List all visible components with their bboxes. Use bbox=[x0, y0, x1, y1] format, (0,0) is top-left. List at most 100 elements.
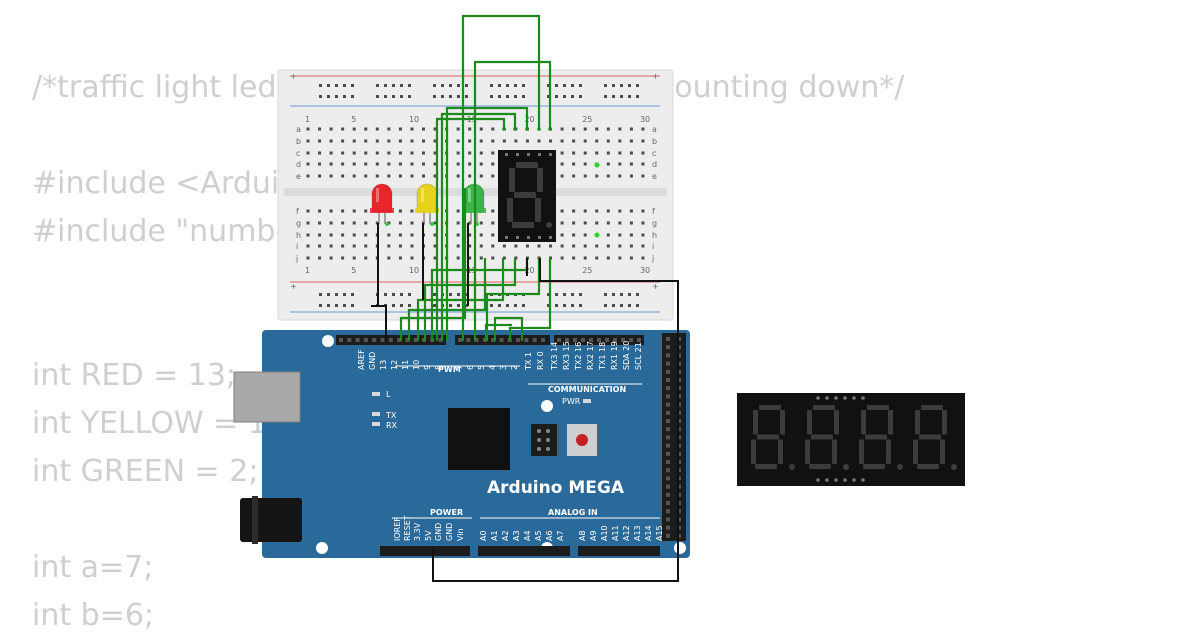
rail-hole bbox=[392, 84, 395, 87]
breadboard-hole bbox=[606, 233, 610, 237]
breadboard-hole bbox=[364, 244, 368, 248]
rail-plus-label: + bbox=[290, 72, 297, 81]
communication-label: COMMUNICATION bbox=[548, 385, 626, 394]
pin-label: TX2 16 bbox=[574, 342, 583, 371]
breadboard-hole bbox=[306, 139, 310, 143]
breadboard-hole bbox=[618, 233, 622, 237]
breadboard-hole bbox=[410, 151, 414, 155]
header-pin bbox=[466, 338, 471, 342]
breadboard-hole bbox=[456, 256, 460, 260]
breadboard-hole bbox=[456, 209, 460, 213]
rail-hole bbox=[449, 293, 452, 296]
segment bbox=[509, 168, 515, 192]
code-line: #include <Ardui bbox=[32, 166, 280, 201]
breadboard-hole bbox=[502, 256, 506, 260]
analog-pin-label: A2 bbox=[501, 530, 510, 541]
column-number: 25 bbox=[582, 266, 592, 275]
rail-hole bbox=[620, 84, 623, 87]
row-letter: a bbox=[652, 125, 657, 134]
rail-hole bbox=[319, 304, 322, 307]
breadboard-hole bbox=[318, 174, 322, 178]
breadboard-hole bbox=[479, 139, 483, 143]
row-letter: b bbox=[296, 137, 301, 146]
breadboard-hole bbox=[318, 256, 322, 260]
header-pin bbox=[621, 338, 625, 342]
led-highlight bbox=[376, 188, 379, 202]
breadboard-hole bbox=[479, 174, 483, 178]
breadboard-hole bbox=[456, 233, 460, 237]
header-pin bbox=[405, 338, 410, 342]
segment bbox=[917, 464, 939, 469]
breadboard-hole bbox=[329, 256, 333, 260]
black-wire bbox=[432, 258, 679, 582]
analog-pin-label: A11 bbox=[611, 525, 620, 541]
microcontroller-chip bbox=[448, 408, 510, 470]
breadboard-hole bbox=[537, 139, 541, 143]
breadboard-hole bbox=[491, 221, 495, 225]
breadboard-hole bbox=[629, 139, 633, 143]
segment bbox=[834, 410, 839, 435]
rail-hole bbox=[392, 293, 395, 296]
header-pin bbox=[666, 369, 670, 374]
display-pin bbox=[825, 478, 829, 482]
display-pin bbox=[816, 396, 820, 400]
rail-hole bbox=[408, 84, 411, 87]
display-pin bbox=[843, 396, 847, 400]
green-wire bbox=[423, 258, 517, 341]
header-pin bbox=[491, 338, 496, 342]
breadboard-hole bbox=[306, 127, 310, 131]
breadboard-hole bbox=[387, 244, 391, 248]
breadboard-hole bbox=[606, 127, 610, 131]
mounting-hole bbox=[541, 400, 553, 412]
rail-hole bbox=[465, 84, 468, 87]
breadboard-hole bbox=[398, 244, 402, 248]
power-pin-label: IOREF bbox=[393, 517, 402, 541]
breadboard-hole bbox=[329, 174, 333, 178]
breadboard-hole bbox=[618, 151, 622, 155]
column-number: 10 bbox=[409, 266, 419, 275]
header-pin bbox=[597, 338, 601, 342]
breadboard-hole bbox=[433, 151, 437, 155]
rail-hole bbox=[636, 304, 639, 307]
mounting-hole bbox=[674, 542, 686, 554]
header-pin bbox=[516, 338, 521, 342]
header-pin bbox=[363, 338, 368, 342]
breadboard-hole bbox=[560, 162, 564, 166]
pin-label: 11 bbox=[401, 360, 410, 370]
segment bbox=[913, 439, 918, 464]
header-pin bbox=[605, 338, 609, 342]
breadboard-hole bbox=[583, 244, 587, 248]
segment bbox=[537, 168, 543, 192]
header-pin bbox=[524, 338, 529, 342]
rail-hole bbox=[571, 304, 574, 307]
column-number: 25 bbox=[582, 115, 592, 124]
header-pin bbox=[666, 460, 670, 464]
breadboard-hole bbox=[387, 174, 391, 178]
rail-hole bbox=[457, 95, 460, 98]
led-yellow-rim bbox=[415, 208, 439, 213]
breadboard-hole bbox=[433, 139, 437, 143]
rail-hole bbox=[408, 293, 411, 296]
breadboard-hole bbox=[410, 127, 414, 131]
green-wire bbox=[484, 323, 512, 341]
breadboard-hole bbox=[560, 209, 564, 213]
breadboard-hole bbox=[433, 244, 437, 248]
rail-hole bbox=[563, 293, 566, 296]
led-l-label: L bbox=[386, 390, 391, 399]
pin-label: 10 bbox=[412, 360, 421, 370]
breadboard-hole bbox=[456, 174, 460, 178]
breadboard-hole bbox=[629, 256, 633, 260]
breadboard-hole bbox=[572, 244, 576, 248]
rail-hole bbox=[555, 293, 558, 296]
header-pin bbox=[532, 338, 537, 342]
rail-hole bbox=[563, 84, 566, 87]
wire-endpoint bbox=[537, 127, 541, 131]
breadboard-hole bbox=[398, 256, 402, 260]
analog-pin-label: A7 bbox=[556, 530, 565, 541]
breadboard-hole bbox=[410, 256, 414, 260]
breadboard-hole bbox=[306, 151, 310, 155]
code-line: int b=6; bbox=[32, 598, 155, 633]
breadboard-hole bbox=[572, 221, 576, 225]
rail-hole bbox=[400, 293, 403, 296]
